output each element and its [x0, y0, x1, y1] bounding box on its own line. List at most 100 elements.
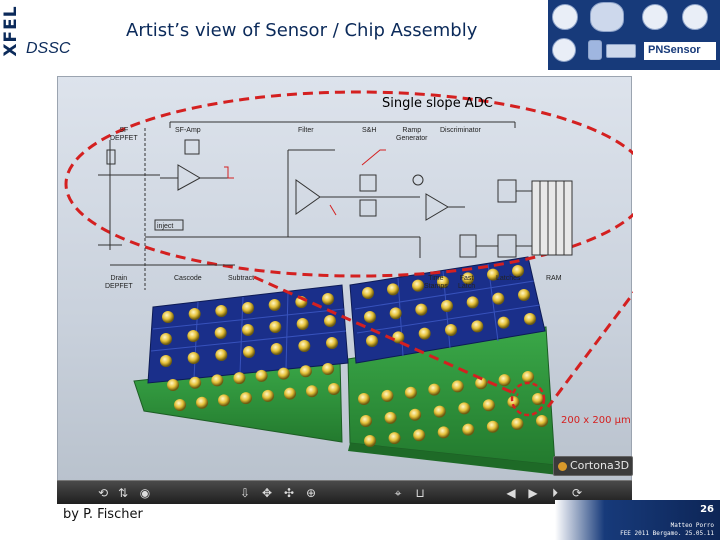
- bump-bond: [428, 383, 441, 396]
- callout-line-right: [546, 291, 633, 408]
- label-discriminator: Discriminator: [440, 127, 481, 134]
- bump-bond: [299, 365, 312, 378]
- play-icon[interactable]: ▶: [528, 486, 538, 500]
- bump-bond: [242, 324, 254, 336]
- bump-bond: [364, 311, 376, 323]
- label-ram: RAM: [546, 275, 562, 282]
- cortona-brand-badge[interactable]: Cortona3D: [553, 456, 633, 476]
- bump-bond: [462, 423, 475, 436]
- bump-bond: [384, 411, 397, 424]
- bump-bond: [413, 429, 426, 442]
- bump-bond: [296, 318, 309, 330]
- bump-bond: [433, 405, 446, 418]
- bump-bond: [388, 432, 401, 445]
- university-seal-logo: [552, 38, 576, 62]
- bump-bond: [270, 343, 283, 355]
- rotate-icon[interactable]: ⟲: [97, 486, 109, 500]
- bump-bond: [160, 333, 172, 345]
- bump-bond: [437, 276, 449, 288]
- label-latches: Latches: [496, 275, 521, 282]
- author-credit: by P. Fischer: [63, 507, 143, 522]
- bump-bond: [387, 283, 399, 296]
- bump-bond: [487, 268, 499, 281]
- fly-icon[interactable]: ✣: [283, 486, 295, 500]
- bump-bond: [536, 415, 548, 427]
- bump-bond: [242, 302, 254, 314]
- pixel-highlight-circle: [510, 381, 546, 417]
- bump-bond: [255, 369, 268, 382]
- forward-icon[interactable]: ⏵: [551, 486, 558, 500]
- bump-bond: [188, 308, 201, 320]
- label-sf-amp: SF-Amp: [175, 127, 201, 134]
- bump-bond: [412, 279, 424, 292]
- bump-bond: [218, 394, 230, 407]
- institute-logo: [588, 40, 602, 60]
- pan-down-icon[interactable]: ⇩: [239, 486, 251, 500]
- bump-bond: [441, 300, 453, 312]
- bump-bond: [240, 392, 252, 405]
- 3d-viewer[interactable]: [57, 76, 633, 484]
- bump-bond: [187, 352, 200, 364]
- bump-bond: [475, 377, 488, 390]
- bump-bond: [174, 399, 186, 411]
- adc-title: Single slope ADC: [382, 96, 493, 111]
- desy-logo: [642, 4, 668, 30]
- bump-bond: [262, 389, 274, 402]
- bump-bond: [324, 315, 336, 327]
- footer-conference: FEE 2011 Bergamo. 25.05.11: [620, 530, 714, 537]
- bump-bond: [167, 379, 179, 391]
- project-label: DSSC: [26, 40, 71, 57]
- back-icon[interactable]: ◀: [506, 486, 516, 500]
- bump-bond: [482, 399, 495, 412]
- bump-bond: [389, 307, 402, 320]
- bump-bond: [269, 321, 282, 333]
- label-subtract: Subtract: [228, 275, 255, 282]
- bump-bond: [492, 292, 505, 305]
- pcb-board-edge: [348, 443, 558, 475]
- bump-bond: [233, 372, 246, 385]
- callout-ellipse: [64, 90, 633, 278]
- bump-bond: [512, 265, 524, 277]
- label-cascode: Cascode: [174, 275, 202, 282]
- bump-bond: [497, 316, 510, 329]
- bump-bond: [326, 337, 338, 349]
- bump-bond: [196, 396, 208, 409]
- bump-bond: [445, 324, 457, 336]
- bump-bond: [498, 374, 511, 387]
- bump-bond: [415, 303, 428, 316]
- bump-bond: [364, 435, 376, 447]
- sensor-scene[interactable]: [58, 77, 633, 484]
- bump-bond: [366, 335, 378, 347]
- zoom-icon[interactable]: ⊕: [305, 486, 317, 500]
- bump-bonds: [160, 265, 548, 447]
- label-time-stamps: Time Stamps: [424, 275, 448, 290]
- bump-bond: [160, 355, 172, 367]
- bump-bond: [418, 327, 431, 340]
- target-icon[interactable]: ⌖: [394, 486, 402, 500]
- institute-logo: [552, 4, 578, 30]
- bump-bond: [277, 367, 290, 380]
- bump-bond: [471, 320, 484, 333]
- bump-bond: [328, 383, 340, 395]
- bump-bond: [215, 349, 228, 361]
- bump-bond: [404, 386, 417, 399]
- label-ramp-generator: Ramp Generator: [396, 127, 428, 142]
- label-filter: Filter: [298, 127, 314, 134]
- eye-icon[interactable]: ◉: [139, 486, 151, 500]
- partner-logos: PNSensor: [548, 0, 720, 70]
- label-fast-latch: Fast Latch: [458, 275, 476, 290]
- fit-icon[interactable]: ⊔: [415, 486, 425, 500]
- bump-bond: [518, 289, 530, 301]
- bump-bond: [507, 396, 520, 409]
- label-drain-depfet: Drain DEPFET: [105, 275, 133, 290]
- bump-bond: [284, 387, 296, 400]
- bump-bond: [409, 408, 422, 421]
- move-icon[interactable]: ✥: [261, 486, 273, 500]
- pnsensor-logo: PNSensor: [644, 42, 716, 60]
- walk-icon[interactable]: ⇅: [117, 486, 129, 500]
- restore-icon[interactable]: ⟳: [571, 486, 583, 500]
- bump-bond: [187, 330, 200, 342]
- bump-bond: [360, 415, 372, 427]
- bump-bond: [458, 402, 471, 415]
- bump-bond: [268, 299, 281, 311]
